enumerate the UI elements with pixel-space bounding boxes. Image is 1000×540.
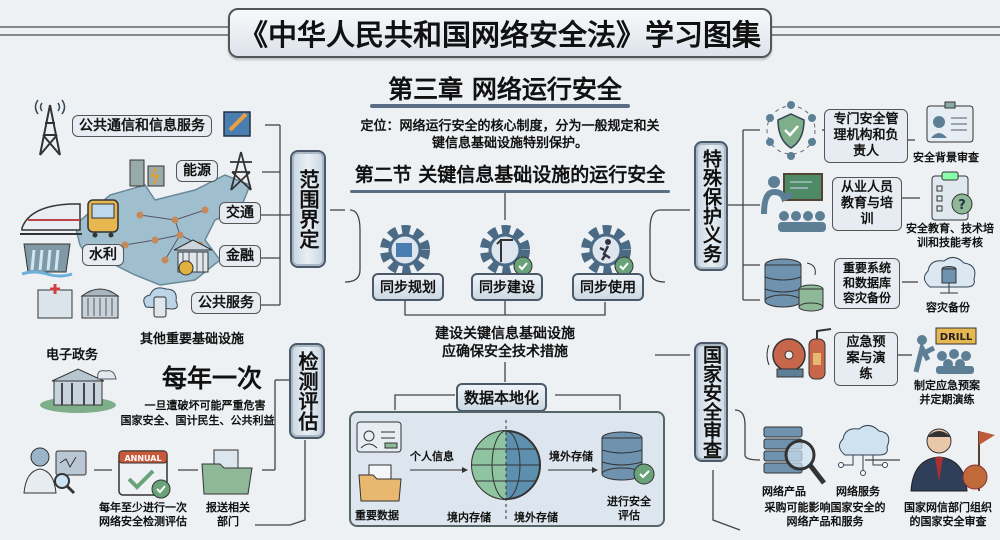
positioning-text: 定位：网络运行安全的核心制度，分为一般规定和关键信息基础设施特别保护。 — [360, 119, 660, 151]
scope-item-finance: 金融 — [219, 245, 261, 267]
authority-review-text: 国家网信部门组织的国家安全审查 — [904, 501, 992, 528]
scope-item-telecom: 公共通信和信息服务 — [72, 115, 212, 137]
cloud-backup-icon — [924, 257, 976, 294]
network-product-label: 网络产品 — [762, 485, 806, 498]
chapter-underline — [370, 104, 630, 108]
arrow-to-globe — [410, 467, 468, 473]
testing-label: 检测评估 — [295, 351, 319, 431]
drill-sign: DRILL — [940, 332, 973, 343]
annual-calendar-icon: ANNUAL — [118, 450, 171, 499]
data-folder-icon — [358, 464, 402, 502]
scope-item-transport: 交通 — [219, 202, 261, 224]
hospital-government-icons — [37, 284, 120, 319]
network-product-search-icon — [763, 426, 826, 485]
alarm-extinguisher-icon — [766, 328, 832, 380]
training-teacher-icon — [761, 173, 826, 232]
security-team-shield-icon — [766, 101, 816, 160]
scope-item-energy: 能源 — [176, 160, 218, 182]
domestic-storage-label: 境内存储 — [447, 511, 491, 524]
calendar-label: ANNUAL — [124, 454, 161, 463]
special-result-emergency: 制定应急预案并定期演练 — [914, 379, 980, 406]
security-assessment-label: 进行安全评估 — [607, 495, 651, 522]
official-flag-icon — [910, 428, 995, 492]
arrow-to-database — [548, 467, 598, 473]
testing-step-2: 报送相关部门 — [206, 501, 250, 528]
important-data-label: 重要数据 — [355, 509, 399, 522]
scope-label: 范围界定 — [296, 169, 320, 249]
dam-icon — [21, 243, 73, 278]
svg-text:?: ? — [958, 198, 966, 213]
special-item-training: 从业人员教育与培训 — [832, 177, 902, 231]
database-backup-icon — [764, 258, 824, 312]
special-item-emergency: 应急预案与演练 — [834, 332, 898, 386]
drill-people-icon: DRILL — [913, 327, 977, 374]
page-title: 《中华人民共和国网络安全法》学习图集 — [228, 8, 772, 58]
scope-box: 范围界定 — [290, 150, 326, 268]
security-review-box: 国家安全审查 — [694, 342, 728, 462]
train-icon — [20, 203, 82, 235]
database-check-icon — [601, 431, 655, 485]
scope-other-infrastructure: 其他重要基础设施 — [140, 332, 245, 347]
testing-step-1: 每年至少进行一次网络安全检测评估 — [99, 501, 187, 528]
scope-item-water: 水利 — [82, 244, 124, 266]
risk-line-1: 一旦遭破坏可能严重危害 — [144, 399, 266, 412]
gear-planning-icon — [380, 225, 430, 275]
procurement-text: 采购可能影响国家安全的网络产品和服务 — [764, 501, 886, 528]
testing-frequency: 每年一次 — [162, 364, 263, 393]
sync-note-2: 应确保安全技术措施 — [442, 344, 568, 360]
special-result-background-check: 安全背景审查 — [913, 151, 979, 164]
sync-operation: 同步使用 — [572, 273, 644, 301]
network-service-label: 网络服务 — [836, 485, 880, 498]
cell-tower-icon — [34, 99, 66, 156]
overseas-storage-label: 境外存储 — [514, 511, 558, 524]
chapter-title: 第三章 网络运行安全 — [388, 75, 622, 104]
localization-label: 数据本地化 — [456, 383, 548, 412]
quiz-clipboard-icon: ? — [931, 171, 973, 221]
risk-line-2: 国家安全、国计民生、公共利益 — [120, 414, 275, 427]
special-result-backup: 容灾备份 — [926, 301, 970, 314]
special-item-org: 专门安全管理机构和负责人 — [824, 109, 908, 163]
network-service-cloud-icon — [838, 425, 890, 476]
gear-construction-icon — [480, 225, 533, 276]
badge-icon — [926, 101, 974, 143]
sync-planning: 同步规划 — [372, 273, 444, 301]
inspector-icon — [23, 447, 87, 495]
title-rule-left — [0, 26, 228, 28]
special-protection-box: 特殊保护义务 — [694, 141, 728, 271]
testing-box: 检测评估 — [289, 343, 325, 439]
report-folder-icon — [201, 449, 253, 495]
security-review-label: 国家安全审查 — [700, 345, 722, 459]
sync-note-1: 建设关键信息基础设施 — [435, 326, 575, 342]
special-result-training: 安全教育、技术培训和技能考核 — [906, 222, 994, 249]
section-title: 第二节 关键信息基础设施的运行安全 — [354, 164, 666, 186]
id-card-icon — [356, 421, 402, 453]
overseas-arrow-label: 境外存储 — [549, 450, 593, 463]
title-rule-right — [772, 26, 1000, 28]
bus-icon — [87, 199, 119, 238]
egov-building-icon — [40, 368, 117, 413]
scope-item-public-service: 公共服务 — [191, 292, 261, 314]
power-plant-icon — [129, 159, 165, 187]
egov-label: 电子政务 — [46, 348, 99, 363]
section-underline — [350, 190, 670, 193]
personal-info-label: 个人信息 — [410, 450, 454, 463]
sync-construction: 同步建设 — [471, 273, 543, 301]
gear-operation-icon — [581, 225, 634, 276]
globe-icon — [471, 420, 541, 521]
title-rule-left-2 — [0, 34, 228, 36]
special-protection-label: 特殊保护义务 — [700, 149, 722, 263]
title-rule-right-2 — [772, 34, 1000, 36]
power-pylon-icon — [230, 151, 252, 191]
cloud-phone-icon — [143, 287, 178, 318]
blueprint-icon — [223, 111, 251, 137]
bank-icon — [173, 239, 213, 276]
special-item-backup: 重要系统和数据库容灾备份 — [834, 258, 900, 309]
